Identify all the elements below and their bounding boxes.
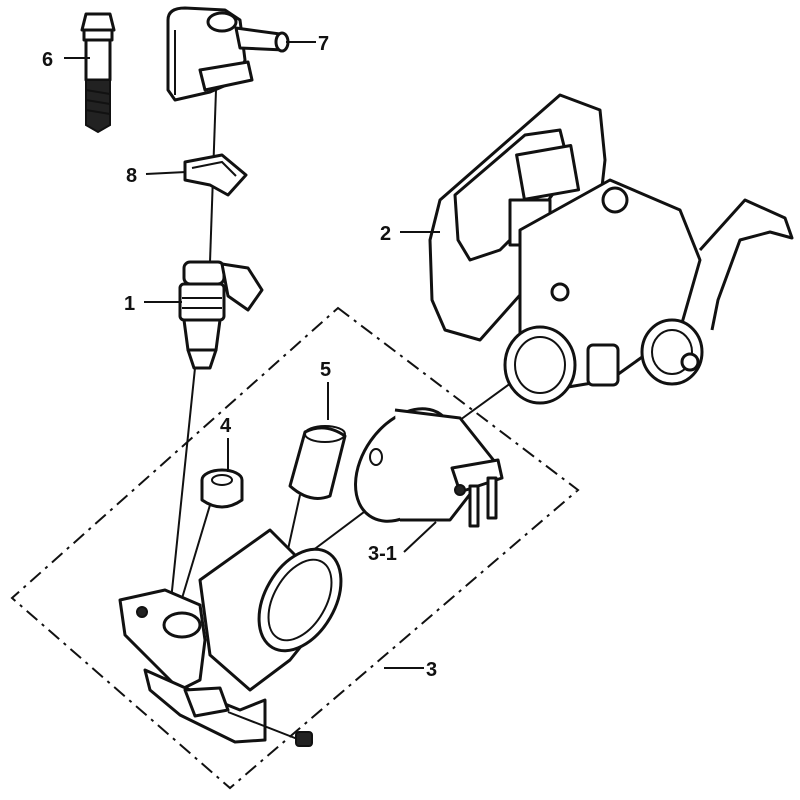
- part-1-injector: [178, 260, 264, 370]
- callout-2: 2: [380, 223, 391, 245]
- part-7-injector-cap: [166, 6, 290, 102]
- callout-6: 6: [42, 49, 53, 71]
- leader-lines: [64, 41, 440, 669]
- part-2-throttle-body: [428, 93, 794, 405]
- assembly-boundary: [10, 306, 580, 790]
- part-3-1-clamp: [354, 407, 504, 528]
- callout-5: 5: [320, 359, 331, 381]
- callout-1: 1: [124, 293, 135, 315]
- part-3-intake-manifold: [118, 528, 343, 747]
- callout-8: 8: [126, 165, 137, 187]
- part-4-seal: [200, 468, 244, 509]
- part-6-bolt: [80, 12, 116, 134]
- callout-7: 7: [318, 33, 329, 55]
- callout-3: 3: [426, 659, 437, 681]
- callout-labels: 6 7 8 1 2 4 5 3-1 3: [42, 33, 437, 681]
- callout-3-1: 3-1: [368, 543, 397, 565]
- part-5-sleeve: [288, 425, 347, 500]
- callout-4: 4: [220, 415, 232, 437]
- part-8-clip: [183, 153, 248, 197]
